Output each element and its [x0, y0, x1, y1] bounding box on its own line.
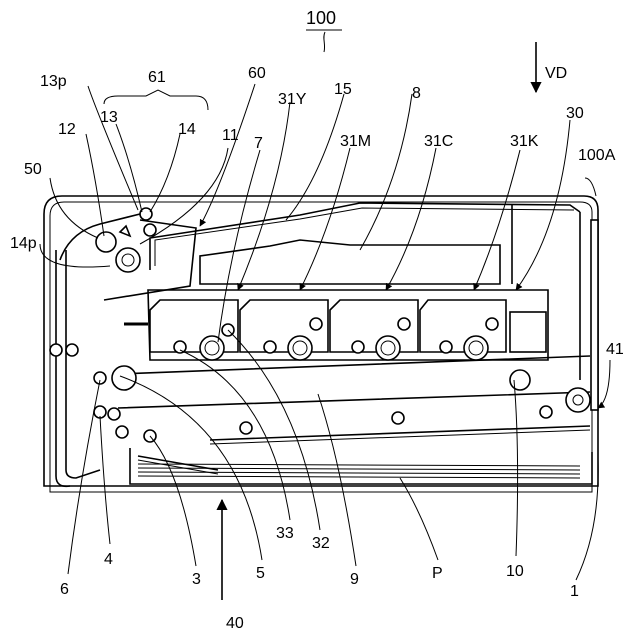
right-slot	[591, 220, 598, 410]
label-31Y: 31Y	[278, 91, 307, 108]
label-3: 3	[192, 571, 201, 588]
top-cover	[150, 203, 580, 270]
registration-roller-c	[108, 408, 120, 420]
conveying-roller-a	[50, 344, 62, 356]
label-13p: 13p	[40, 73, 67, 90]
label-31M: 31M	[340, 133, 371, 150]
top-cover-inner	[155, 208, 574, 266]
vd-label: VD	[545, 65, 567, 82]
label-33: 33	[276, 525, 294, 542]
bracket-61	[104, 90, 208, 110]
label-1: 1	[570, 583, 579, 600]
cartridge-31Y	[150, 300, 238, 360]
fixing-unit	[60, 208, 156, 272]
label-41: 41	[606, 341, 624, 358]
label-4: 4	[104, 551, 113, 568]
belt-roller-right	[510, 370, 530, 390]
label-32: 32	[312, 535, 330, 552]
paper-cassette	[130, 448, 592, 484]
secondary-transfer-roller	[566, 388, 590, 412]
paper-path-left	[66, 250, 100, 478]
label-60: 60	[248, 65, 266, 82]
paper-path-left-outer	[56, 250, 70, 486]
belt-support-roller-2	[240, 422, 252, 434]
label-13: 13	[100, 109, 118, 126]
figure-title: 100	[306, 8, 336, 28]
cartridge-31C	[330, 300, 418, 360]
label-11: 11	[222, 127, 239, 144]
label-5: 5	[256, 565, 265, 582]
label-10: 10	[506, 563, 524, 580]
label-12: 12	[58, 121, 76, 138]
belt-support-roller	[392, 412, 404, 424]
belt-support-roller-3	[540, 406, 552, 418]
label-50: 50	[24, 161, 42, 178]
feed-roller	[116, 426, 128, 438]
title-leader	[324, 32, 325, 52]
leaders	[40, 84, 610, 580]
cartridge-31M	[240, 300, 328, 360]
label-6: 6	[60, 581, 69, 598]
label-30: 30	[566, 105, 584, 122]
label-9: 9	[350, 571, 359, 588]
cartridge-31K	[420, 300, 506, 360]
label-40: 40	[226, 615, 244, 632]
label-31K: 31K	[510, 133, 539, 150]
label-61: 61	[148, 69, 166, 86]
waste-toner-box	[510, 312, 546, 352]
label-7: 7	[254, 135, 263, 152]
label-14p: 14p	[10, 235, 37, 252]
label-31C: 31C	[424, 133, 453, 150]
lower-guide-2	[210, 430, 590, 444]
label-14: 14	[178, 121, 196, 138]
toner-box	[200, 240, 500, 284]
label-8: 8	[412, 85, 421, 102]
label-15: 15	[334, 81, 352, 98]
label-100A: 100A	[578, 147, 616, 164]
label-P: P	[432, 565, 443, 582]
printer-housing	[44, 196, 598, 492]
conveying-roller-b	[66, 344, 78, 356]
